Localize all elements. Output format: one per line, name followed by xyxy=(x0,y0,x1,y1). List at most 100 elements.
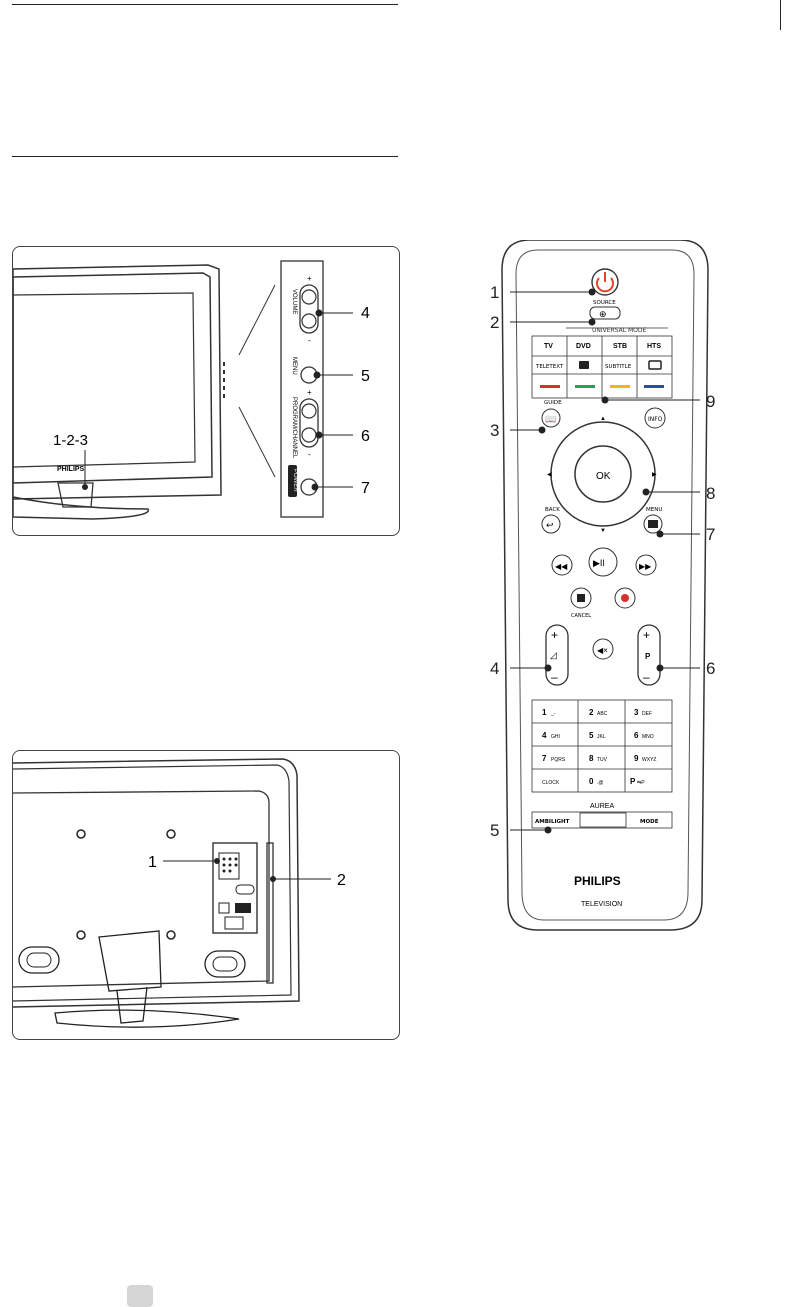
key-0[interactable]: 0 xyxy=(589,777,594,786)
key-3-letters: DEF xyxy=(642,711,652,717)
tv-front-drawing: PHILIPS 1-2-3 VOLUME MENU PROGRAM/CHANNE… xyxy=(13,260,370,520)
key-1[interactable]: 1 xyxy=(542,708,547,717)
remote-callout-3: 3 xyxy=(490,421,500,440)
back-button[interactable] xyxy=(541,514,561,534)
book-icon: 📖 xyxy=(545,414,556,424)
down-arrow-icon: ▼ xyxy=(600,528,606,534)
teletext-key[interactable]: TELETEXT xyxy=(535,364,564,370)
hts-key[interactable]: HTS xyxy=(647,343,661,350)
key-0-letters: .@ xyxy=(597,780,603,786)
key-6-letters: MNO xyxy=(642,734,654,740)
program-minus: – xyxy=(643,670,650,684)
ambilight-key[interactable]: AMBILIGHT xyxy=(535,819,570,825)
volume-rocker[interactable] xyxy=(545,624,569,686)
remote-control: SOURCE ⊕ UNIVERSAL MODE TV DVD STB HTS T… xyxy=(501,240,709,931)
program-minus-text: - xyxy=(308,450,311,459)
key-7-letters: PQRS xyxy=(551,757,566,763)
remote-sub-brand: TELEVISION xyxy=(581,901,622,908)
record-button[interactable] xyxy=(614,587,636,609)
subtitle-key[interactable]: SUBTITLE xyxy=(605,364,632,370)
remote-brand: PHILIPS xyxy=(574,874,621,888)
remote-callout-9: 9 xyxy=(706,392,716,411)
source-icon: ⊕ xyxy=(599,309,607,319)
back-icon: ↩ xyxy=(546,520,554,530)
ok-label: OK xyxy=(596,471,611,482)
info-button[interactable] xyxy=(644,407,666,429)
tv-front-figure: PHILIPS 1-2-3 VOLUME MENU PROGRAM/CHANNE… xyxy=(12,246,400,536)
volume-icon: ◿ xyxy=(550,650,557,660)
callout-4: 4 xyxy=(361,305,370,322)
menu-button[interactable] xyxy=(643,514,663,534)
blue-key[interactable] xyxy=(644,385,664,388)
mute-icon: ◀× xyxy=(597,646,608,655)
play-pause-icon: ▶II xyxy=(593,558,605,568)
page-number-tab xyxy=(127,1285,153,1307)
volume-minus: – xyxy=(551,670,558,684)
side-label-menu: MENU xyxy=(291,357,297,375)
side-label-volume: VOLUME xyxy=(291,289,297,314)
info-label: INFO xyxy=(648,416,663,423)
remote-callout-8: 8 xyxy=(706,484,716,503)
guide-button[interactable] xyxy=(541,408,561,428)
clock-key[interactable]: CLOCK xyxy=(542,780,560,786)
remote-callout-1: 1 xyxy=(490,283,500,302)
universal-mode-label: UNIVERSAL MODE xyxy=(592,327,647,334)
key-4[interactable]: 4 xyxy=(542,731,547,740)
tv-back-drawing: 1 2 xyxy=(13,758,346,1028)
menu-icon xyxy=(648,520,658,528)
key-9-letters: WXYZ xyxy=(642,757,656,763)
source-label: SOURCE xyxy=(593,300,616,306)
power-icon xyxy=(596,277,614,293)
key-p[interactable]: P xyxy=(630,777,636,786)
rewind-button[interactable] xyxy=(551,554,573,576)
stb-key[interactable]: STB xyxy=(613,343,627,350)
dual-screen-icon[interactable] xyxy=(579,361,589,369)
fast-forward-button[interactable] xyxy=(635,554,657,576)
yellow-key[interactable] xyxy=(610,385,630,388)
aurea-slider[interactable] xyxy=(579,812,627,828)
callout-6: 6 xyxy=(361,428,370,445)
mode-key[interactable]: MODE xyxy=(640,819,659,825)
side-label-power: POWER xyxy=(292,469,298,492)
up-arrow-icon: ▲ xyxy=(600,416,606,422)
callout-7: 7 xyxy=(361,480,370,497)
key-7[interactable]: 7 xyxy=(542,754,547,763)
source-button[interactable] xyxy=(589,306,621,320)
program-plus: + xyxy=(643,628,650,642)
play-pause-button[interactable] xyxy=(588,547,618,577)
format-icon[interactable] xyxy=(648,360,662,370)
red-key[interactable] xyxy=(540,385,560,388)
record-icon xyxy=(621,594,629,602)
tv-back-figure: 1 2 xyxy=(12,750,400,1040)
volume-plus: + xyxy=(551,628,558,642)
tv-brand-text: PHILIPS xyxy=(57,466,85,473)
green-key[interactable] xyxy=(575,385,595,388)
ok-button[interactable] xyxy=(574,445,632,503)
nav-ring[interactable] xyxy=(550,421,656,527)
key-2[interactable]: 2 xyxy=(589,708,594,717)
key-3[interactable]: 3 xyxy=(634,708,639,717)
program-plus-text: + xyxy=(307,388,312,397)
key-p-letters: ⇆P xyxy=(637,780,645,786)
right-arrow-icon: ▶ xyxy=(652,472,657,478)
remote-callout-5: 5 xyxy=(490,821,500,840)
back-label: BACK xyxy=(545,507,560,513)
fast-forward-icon: ▶▶ xyxy=(639,562,652,571)
top-rule xyxy=(12,4,398,5)
key-4-letters: GHI xyxy=(551,734,560,740)
stop-button[interactable] xyxy=(570,587,592,609)
power-button[interactable] xyxy=(591,268,619,296)
remote-callout-4: 4 xyxy=(490,659,500,678)
remote-callout-7: 7 xyxy=(706,525,716,544)
key-6[interactable]: 6 xyxy=(634,731,639,740)
guide-label: GUIDE xyxy=(544,400,562,406)
key-5[interactable]: 5 xyxy=(589,731,594,740)
tv-key[interactable]: TV xyxy=(544,343,553,350)
dvd-key[interactable]: DVD xyxy=(576,343,591,350)
side-label-program: PROGRAM/CHANNEL xyxy=(291,397,297,459)
mute-button[interactable] xyxy=(592,638,614,660)
key-8[interactable]: 8 xyxy=(589,754,594,763)
key-9[interactable]: 9 xyxy=(634,754,639,763)
cancel-label: CANCEL xyxy=(571,613,591,619)
program-rocker[interactable] xyxy=(637,624,661,686)
